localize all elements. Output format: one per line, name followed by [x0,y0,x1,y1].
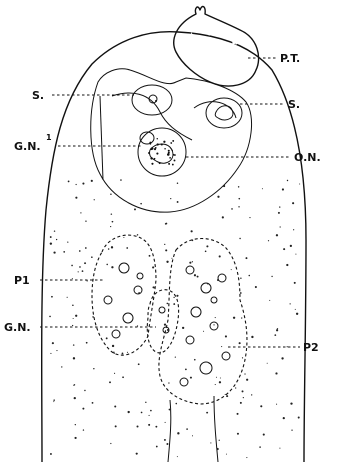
cell-circles [104,263,230,386]
gn-central [147,290,178,353]
label-s-left: S. [32,89,44,102]
label-gn1: G.N. [14,140,41,153]
stipple-dots [49,179,300,458]
label-s-right: S. [288,98,300,111]
label-on: O.N. [294,151,321,164]
label-gn1-sup: 1 [46,133,52,142]
inner-divider [112,93,192,140]
body-outline [42,32,306,462]
inner-capsule [91,69,252,212]
p2-lobe [159,239,247,405]
label-p1: P1 [14,274,30,287]
s-left-nucleus [132,85,172,115]
pt-mass [174,7,259,86]
label-gn: G.N. [4,321,31,334]
left-fiber [100,96,103,180]
p1-lobe [92,235,156,355]
label-pt: P.T. [280,52,300,65]
s-right-nucleus [206,98,242,128]
gn1-body [138,128,186,176]
label-p2: P2 [303,341,319,354]
bottom-stalk-right [214,396,218,462]
